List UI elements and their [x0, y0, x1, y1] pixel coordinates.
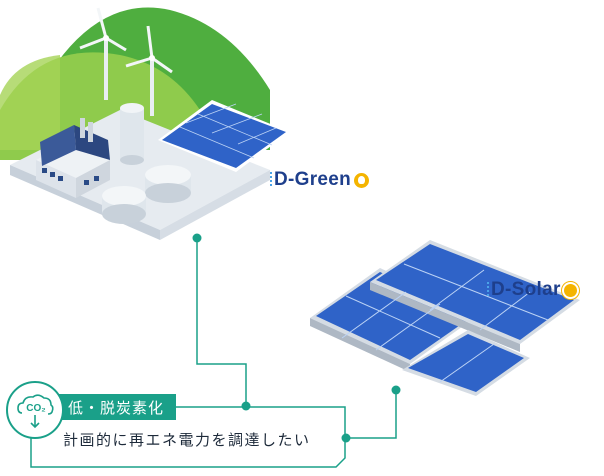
wind-turbine-left — [79, 7, 127, 100]
connector-dots — [192, 233, 401, 443]
lightbulb-icon — [354, 172, 370, 188]
wind-turbine-right — [125, 25, 173, 116]
goal-tag: 低・脱炭素化 — [56, 394, 176, 420]
co2-label: CO₂ — [26, 403, 46, 414]
d-solar-name: D-Solar — [487, 279, 561, 300]
goal-box — [30, 406, 346, 468]
factory-building — [36, 118, 110, 198]
goal-text: 計画的に再エネ電力を調達したい — [63, 431, 311, 449]
co2-cloud-icon: CO₂ — [6, 381, 64, 439]
d-solar-brand: D-Solar — [487, 279, 577, 301]
sun-icon — [563, 283, 577, 297]
solar-field — [310, 240, 580, 396]
plant-solar-array — [158, 100, 290, 172]
storage-tanks — [102, 103, 191, 224]
d-green-brand: D-Green — [269, 169, 370, 191]
d-green-name: D-Green — [269, 169, 352, 190]
connector-lines — [196, 238, 397, 439]
